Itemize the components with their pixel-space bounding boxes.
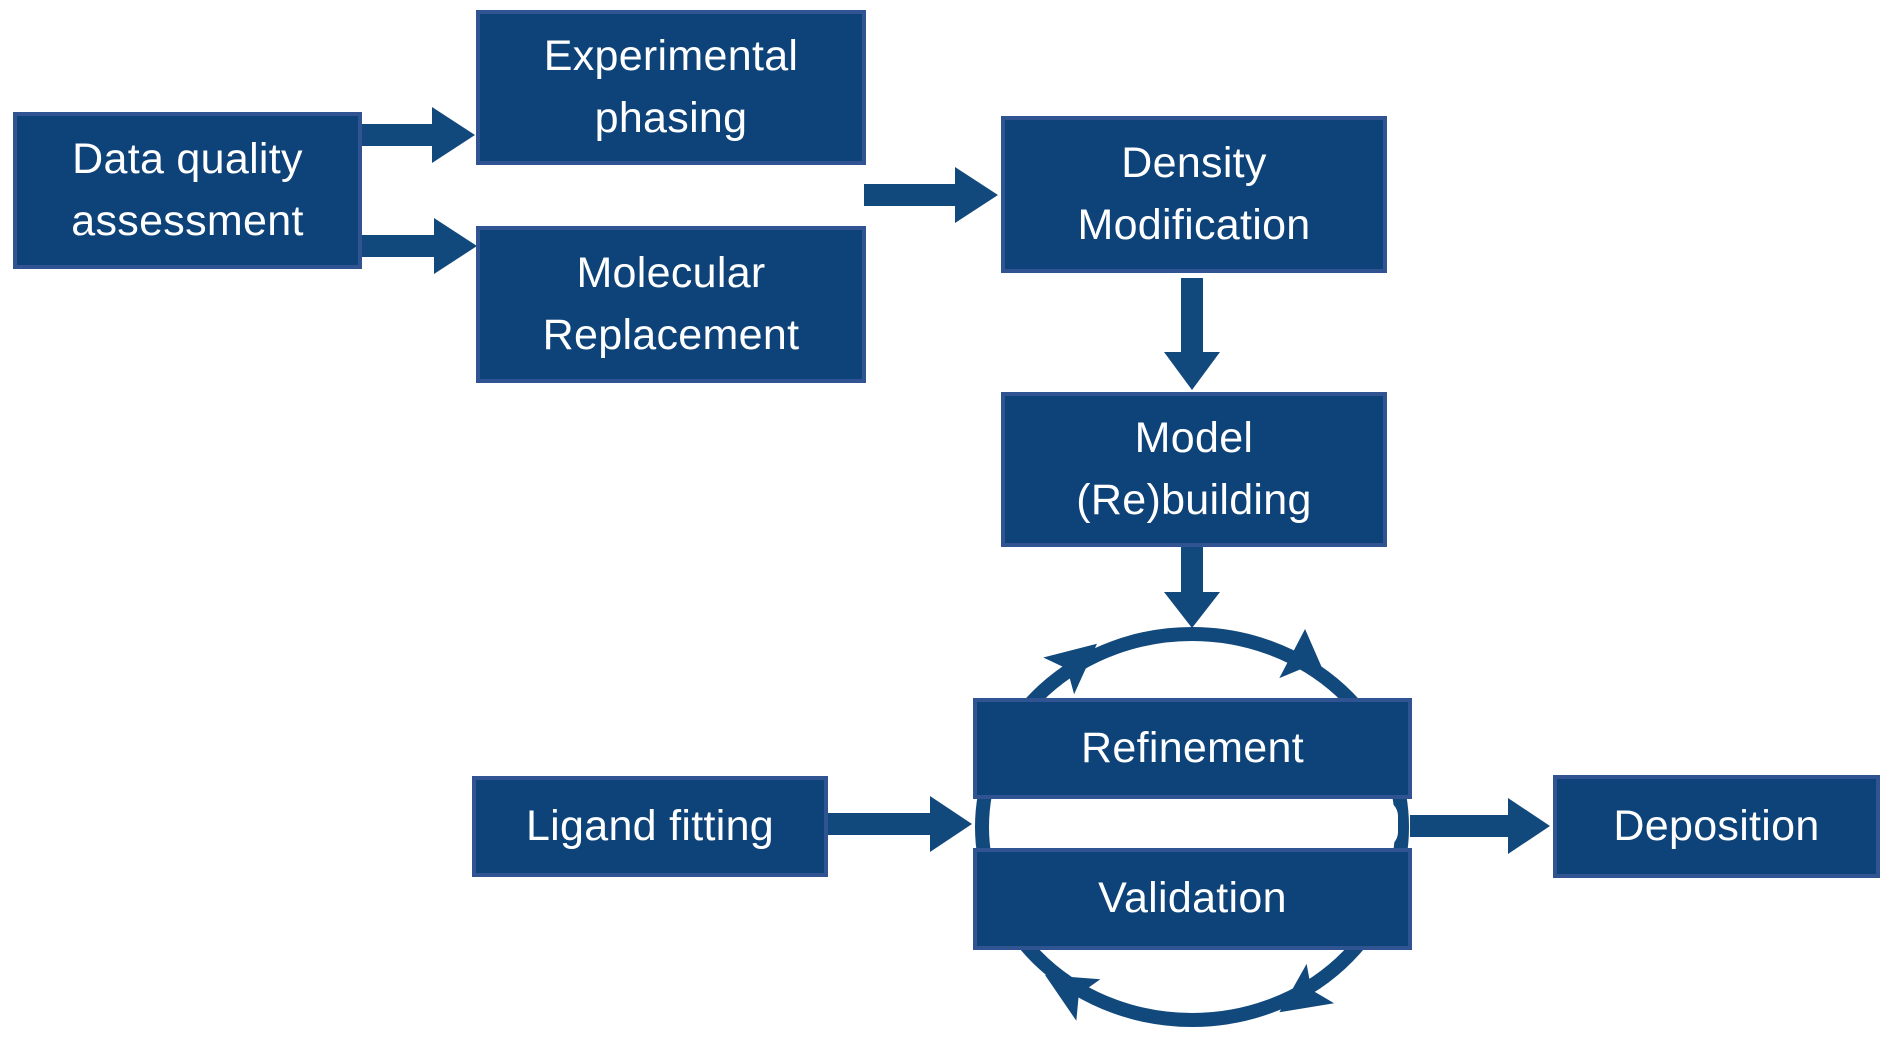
arrow-cycle-to-deposition — [1410, 798, 1550, 854]
node-experimental-phasing: Experimental phasing — [476, 10, 866, 165]
cycle-arrowhead-bottom-left-icon — [1045, 975, 1101, 1021]
node-model-rebuilding: Model (Re)building — [1001, 392, 1387, 547]
arrow-phasing-to-density-modification — [864, 167, 998, 223]
node-refinement: Refinement — [973, 698, 1412, 799]
arrow-dqa-to-molecular-replacement — [362, 218, 477, 274]
node-density-modification: Density Modification — [1001, 116, 1387, 273]
refinement-validation-cycle-circle — [975, 627, 1409, 1027]
cycle-gap-band — [990, 800, 1398, 848]
node-molecular-replacement: Molecular Replacement — [476, 226, 866, 383]
node-validation: Validation — [973, 848, 1412, 950]
cycle-arrowhead-top-right-icon — [1279, 629, 1328, 680]
node-deposition: Deposition — [1553, 775, 1880, 878]
cycle-arrowhead-top-left-icon — [1043, 643, 1097, 695]
arrow-model-rebuilding-to-cycle — [1164, 547, 1220, 628]
arrow-dqa-to-experimental-phasing — [362, 107, 475, 163]
arrow-density-modification-to-model-rebuilding — [1164, 278, 1220, 390]
cycle-arrowhead-bottom-right-icon — [1279, 963, 1335, 1013]
arrow-ligand-fitting-to-cycle — [828, 796, 972, 852]
node-data-quality-assessment: Data quality assessment — [13, 112, 362, 269]
node-ligand-fitting: Ligand fitting — [472, 776, 828, 877]
